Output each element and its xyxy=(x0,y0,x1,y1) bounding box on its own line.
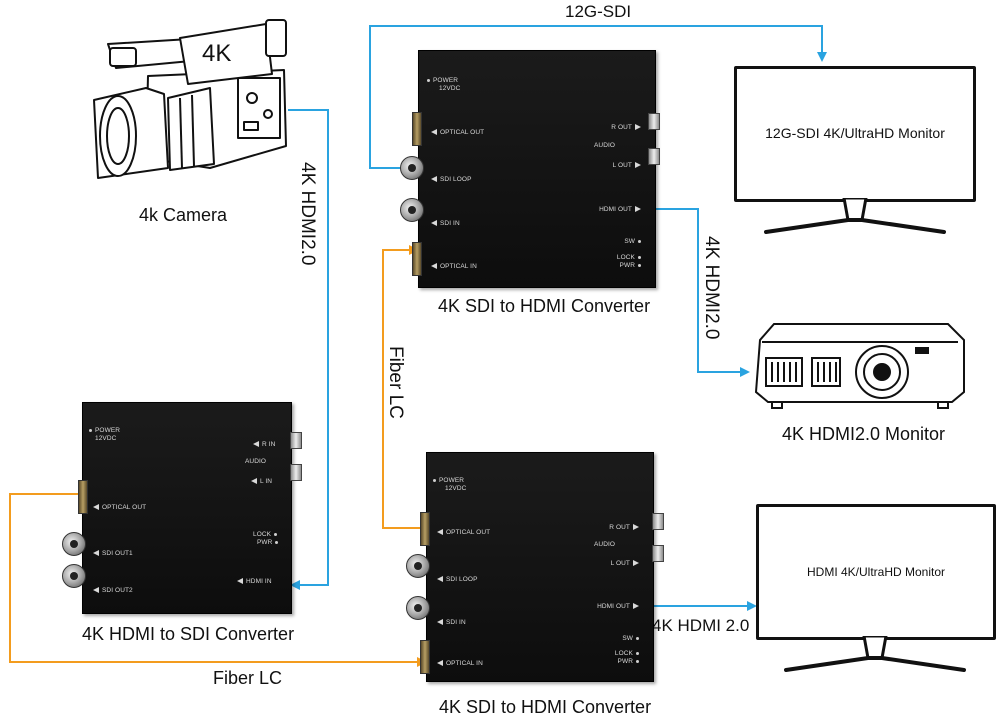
label-12g-sdi: 12G-SDI xyxy=(565,2,632,21)
power-volts-label: 12VDC xyxy=(445,485,467,492)
label-fiber-middle: Fiber LC xyxy=(385,346,406,419)
optical-out-label: OPTICAL OUT xyxy=(437,529,490,536)
monitor-top-screen: 12G-SDI 4K/UltraHD Monitor xyxy=(734,66,976,202)
projector-caption: 4K HDMI2.0 Monitor xyxy=(782,424,946,444)
r-out-label: R OUT xyxy=(611,124,641,131)
converter-bottom-caption: 4K SDI to HDMI Converter xyxy=(439,697,652,717)
converter-bottom-body: POWER 12VDC OPTICAL OUT SDI LOOP SDI IN … xyxy=(426,452,654,682)
label-projector-hdmi: 4K HDMI2.0 xyxy=(701,236,722,340)
monitor-bottom-screen: HDMI 4K/UltraHD Monitor xyxy=(756,504,996,640)
optical-in-port xyxy=(412,242,422,276)
projector xyxy=(752,318,968,410)
sdi-in-label: SDI IN xyxy=(437,619,466,626)
label-fiber-bottom: Fiber LC xyxy=(213,668,283,688)
pwr-label: PWR xyxy=(618,658,639,665)
sdi-out1-port xyxy=(62,532,86,556)
l-out-port xyxy=(648,148,660,165)
hdmi-wire-projector xyxy=(648,208,750,377)
audio-label: AUDIO xyxy=(594,541,616,548)
l-out-port xyxy=(652,545,664,562)
optical-in-port xyxy=(420,640,430,674)
sdi-out2-port xyxy=(62,564,86,588)
label-bottom-hdmi: 4K HDMI 2.0 xyxy=(652,616,750,635)
hdmi-out-label: HDMI OUT xyxy=(597,603,639,610)
r-out-label: R OUT xyxy=(609,524,639,531)
projector-icon xyxy=(754,323,965,409)
monitor-bottom-text: HDMI 4K/UltraHD Monitor xyxy=(806,565,946,579)
hdmi-wire-camera xyxy=(288,109,329,590)
optical-in-label: OPTICAL IN xyxy=(431,263,477,270)
pwr-label: PWR xyxy=(257,539,278,546)
audio-label: AUDIO xyxy=(245,458,267,465)
sdi-in-label: SDI IN xyxy=(431,220,460,227)
sw-label: SW xyxy=(622,635,639,642)
sdi-loop-label: SDI LOOP xyxy=(437,576,478,583)
sdi-out2-label: SDI OUT2 xyxy=(93,587,133,594)
sdi-loop-port xyxy=(400,156,424,180)
power-led-label: POWER xyxy=(433,477,464,484)
pwr-label: PWR xyxy=(620,262,641,269)
fiber-wire-middle xyxy=(382,245,430,529)
sdi-in-port xyxy=(400,198,424,222)
monitor-top-text: 12G-SDI 4K/UltraHD Monitor xyxy=(765,125,945,141)
converter-left-body: POWER 12VDC OPTICAL OUT SDI OUT1 SDI OUT… xyxy=(82,402,292,614)
power-led-label: POWER xyxy=(89,427,120,434)
power-led-label: POWER xyxy=(427,77,458,84)
converter-top-caption: 4K SDI to HDMI Converter xyxy=(438,296,651,316)
converter-left-caption: 4K HDMI to SDI Converter xyxy=(82,624,295,644)
l-in-port xyxy=(290,464,302,481)
sdi-in-port xyxy=(406,596,430,620)
l-out-label: L OUT xyxy=(613,162,641,169)
optical-out-label: OPTICAL OUT xyxy=(431,129,484,136)
lock-label: LOCK xyxy=(617,254,641,261)
optical-out-label: OPTICAL OUT xyxy=(93,504,146,511)
camera-caption: 4k Camera xyxy=(139,205,228,225)
power-volts-label: 12VDC xyxy=(95,435,117,442)
fiber-wire-bottom xyxy=(9,493,427,667)
r-out-port xyxy=(652,513,664,530)
sw-label: SW xyxy=(624,238,641,245)
r-in-label: R IN xyxy=(253,441,275,448)
hdmi-out-label: HDMI OUT xyxy=(599,206,641,213)
audio-label: AUDIO xyxy=(594,142,616,149)
monitor-stand-icon xyxy=(784,636,966,672)
sdi-loop-port xyxy=(406,554,430,578)
hdmi-in-label: HDMI IN xyxy=(237,578,272,585)
sdi-wire-top xyxy=(369,25,827,169)
optical-out-port xyxy=(420,512,430,546)
camera: 4K xyxy=(88,18,292,186)
converter-top-body: POWER 12VDC OPTICAL OUT SDI LOOP SDI IN … xyxy=(418,50,656,288)
optical-in-label: OPTICAL IN xyxy=(437,660,483,667)
sdi-out1-label: SDI OUT1 xyxy=(93,550,133,557)
monitor-stand-icon xyxy=(764,198,946,234)
r-in-port xyxy=(290,432,302,449)
sdi-loop-label: SDI LOOP xyxy=(431,176,472,183)
l-in-label: L IN xyxy=(251,478,272,485)
optical-out-port xyxy=(78,480,88,514)
power-volts-label: 12VDC xyxy=(439,85,461,92)
label-camera-hdmi: 4K HDMI2.0 xyxy=(297,162,318,266)
camera-screen-text: 4K xyxy=(202,40,232,67)
optical-out-port xyxy=(412,112,422,146)
l-out-label: L OUT xyxy=(611,560,639,567)
camera-icon xyxy=(93,19,287,179)
lock-label: LOCK xyxy=(615,650,639,657)
r-out-port xyxy=(648,113,660,130)
lock-label: LOCK xyxy=(253,531,277,538)
